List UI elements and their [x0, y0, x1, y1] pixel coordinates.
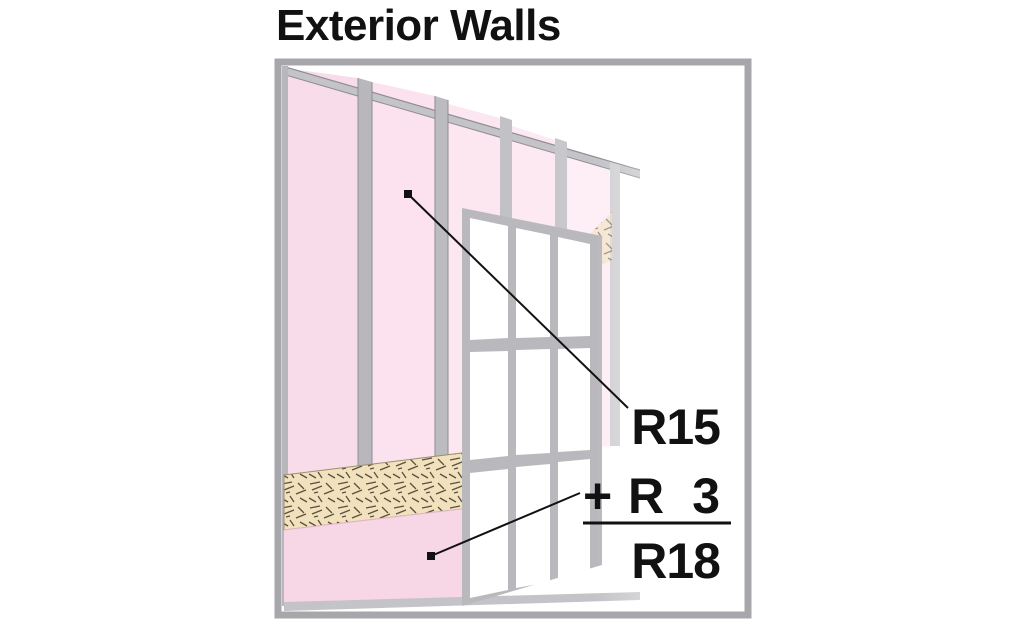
- r15-label: R15: [631, 399, 720, 455]
- page-title: Exterior Walls: [276, 1, 561, 50]
- continuous-insulation-board: [284, 508, 470, 611]
- plus-sign: +: [583, 468, 612, 524]
- illustration-frame: [274, 58, 752, 619]
- r18-total-label: R18: [631, 533, 720, 589]
- window: [462, 208, 602, 606]
- r3-value-label: 3: [692, 468, 720, 524]
- wall-scene: [282, 66, 744, 611]
- callout-leaders: [404, 190, 629, 560]
- r3-r-label: R: [628, 468, 664, 524]
